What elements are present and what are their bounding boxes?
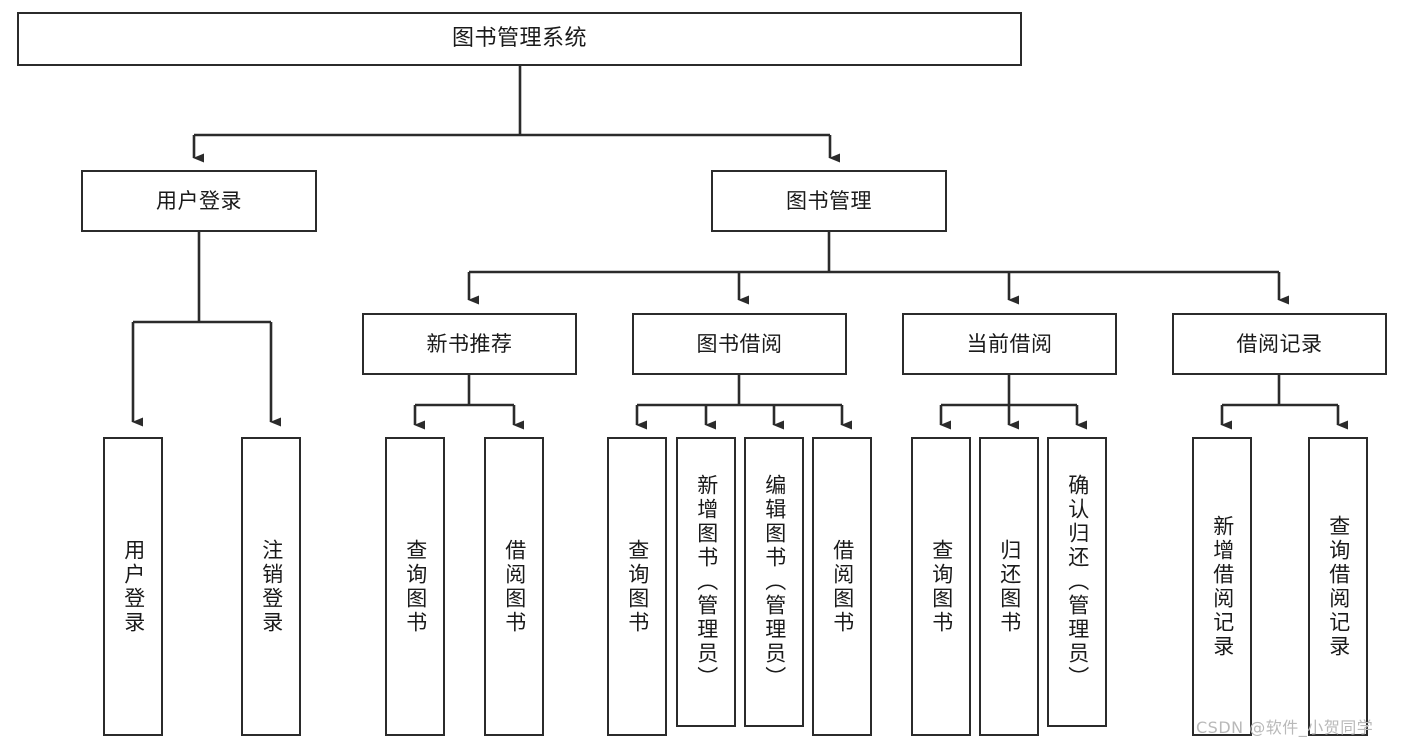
node-leaf-borrow-book-2[interactable]: 借阅图书 bbox=[812, 437, 872, 736]
node-leaf-return-book[interactable]: 归还图书 bbox=[979, 437, 1039, 736]
node-label: 归还图书 bbox=[997, 538, 1022, 635]
node-label: 用户登录 bbox=[156, 188, 242, 213]
node-leaf-add-borrow-record[interactable]: 新增借阅记录 bbox=[1192, 437, 1252, 736]
node-label: 确认归还（管理员） bbox=[1065, 474, 1090, 690]
node-label: 图书借阅 bbox=[696, 331, 783, 356]
node-label: 新书推荐 bbox=[426, 331, 513, 356]
node-root-book-management-system[interactable]: 图书管理系统 bbox=[17, 12, 1022, 66]
node-label: 借阅记录 bbox=[1236, 331, 1323, 356]
node-label: 注销登录 bbox=[259, 538, 284, 635]
node-label: 查询图书 bbox=[403, 538, 428, 635]
node-label: 借阅图书 bbox=[830, 538, 855, 635]
node-label: 图书管理 bbox=[786, 188, 872, 213]
node-label: 借阅图书 bbox=[502, 538, 527, 635]
node-label: 查询图书 bbox=[625, 538, 650, 635]
node-borrow-record[interactable]: 借阅记录 bbox=[1172, 313, 1387, 375]
node-new-book-recommend[interactable]: 新书推荐 bbox=[362, 313, 577, 375]
csdn-watermark: CSDN @软件_小贺同学 bbox=[1196, 718, 1374, 737]
node-current-borrow[interactable]: 当前借阅 bbox=[902, 313, 1117, 375]
node-label: 编辑图书（管理员） bbox=[762, 474, 787, 690]
node-leaf-query-book-3[interactable]: 查询图书 bbox=[911, 437, 971, 736]
node-leaf-edit-book-admin[interactable]: 编辑图书（管理员） bbox=[744, 437, 804, 727]
node-leaf-borrow-book-1[interactable]: 借阅图书 bbox=[484, 437, 544, 736]
node-label: 图书管理系统 bbox=[451, 26, 587, 52]
node-label: 查询图书 bbox=[929, 538, 954, 635]
node-leaf-add-book-admin[interactable]: 新增图书（管理员） bbox=[676, 437, 736, 727]
node-leaf-query-borrow-record[interactable]: 查询借阅记录 bbox=[1308, 437, 1368, 736]
node-user-login[interactable]: 用户登录 bbox=[81, 170, 317, 232]
node-label: 用户登录 bbox=[121, 538, 146, 635]
node-book-borrow[interactable]: 图书借阅 bbox=[632, 313, 847, 375]
node-leaf-confirm-return-admin[interactable]: 确认归还（管理员） bbox=[1047, 437, 1107, 727]
node-label: 当前借阅 bbox=[966, 331, 1053, 356]
node-leaf-query-book-1[interactable]: 查询图书 bbox=[385, 437, 445, 736]
node-leaf-query-book-2[interactable]: 查询图书 bbox=[607, 437, 667, 736]
node-leaf-user-login[interactable]: 用户登录 bbox=[103, 437, 163, 736]
node-label: 新增图书（管理员） bbox=[694, 474, 719, 690]
node-label: 查询借阅记录 bbox=[1326, 514, 1351, 659]
node-label: 新增借阅记录 bbox=[1210, 514, 1235, 659]
node-book-management[interactable]: 图书管理 bbox=[711, 170, 947, 232]
node-leaf-logout-login[interactable]: 注销登录 bbox=[241, 437, 301, 736]
